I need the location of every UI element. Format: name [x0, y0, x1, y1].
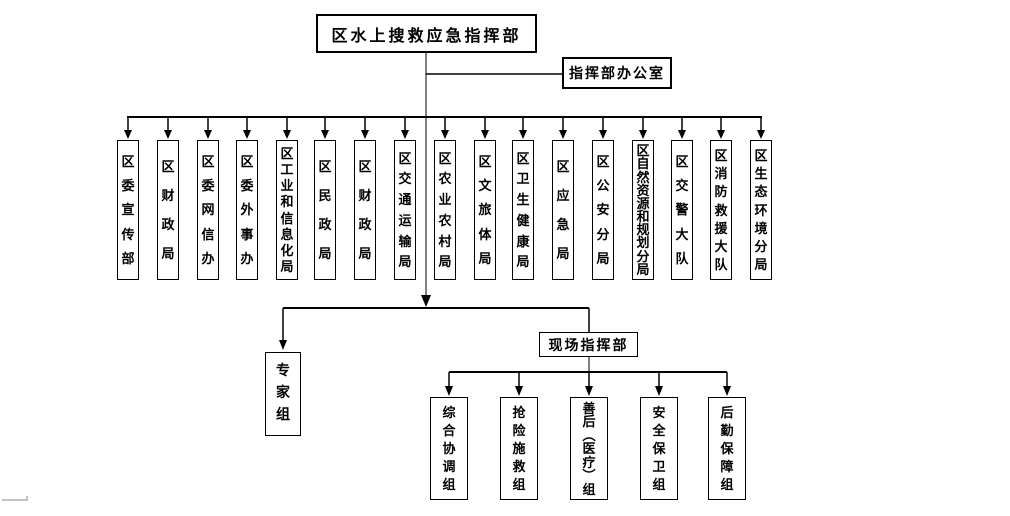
office-node: 指挥部办公室 [562, 57, 672, 89]
dept-node: 区文旅体局 [474, 140, 496, 280]
team-node: 后勤保障组 [708, 397, 746, 500]
dept-node: 区委外事办 [236, 140, 258, 280]
dept-node: 区消防救援大队 [710, 140, 732, 280]
dept-node: 区民政局 [314, 140, 336, 280]
dept-node: 区应急局 [552, 140, 574, 280]
dept-node: 区生态环境分局 [750, 140, 772, 280]
office-node-label: 指挥部办公室 [569, 67, 665, 82]
dept-node: 区财政局 [354, 140, 376, 280]
team-node: 安全保卫组 [640, 397, 678, 500]
dept-node: 区委网信办 [197, 140, 219, 280]
dept-node: 区公安分局 [592, 140, 614, 280]
dept-node: 区委宣传部 [117, 140, 139, 280]
field-command-label: 现场指挥部 [548, 338, 629, 354]
dept-node: 区财政局 [157, 140, 179, 280]
team-node: 善后︵医疗︶组 [570, 397, 608, 500]
root-node: 区水上搜救应急指挥部 [316, 14, 537, 53]
team-node: 综合协调组 [430, 397, 468, 500]
dept-node: 区交通运输局 [394, 140, 416, 280]
dept-node: 区农业农村局 [434, 140, 456, 280]
field-command-node: 现场指挥部 [539, 332, 638, 357]
dept-node: 区自然资源和规划分局 [632, 140, 654, 280]
dept-node: 区工业和信息化局 [276, 140, 298, 280]
root-node-label: 区水上搜救应急指挥部 [331, 27, 522, 45]
team-node: 抢险施救组 [500, 397, 538, 500]
dept-node: 区卫生健康局 [512, 140, 534, 280]
expert-group-node: 专家组 [265, 352, 301, 436]
dept-node: 区交警大队 [671, 140, 693, 280]
